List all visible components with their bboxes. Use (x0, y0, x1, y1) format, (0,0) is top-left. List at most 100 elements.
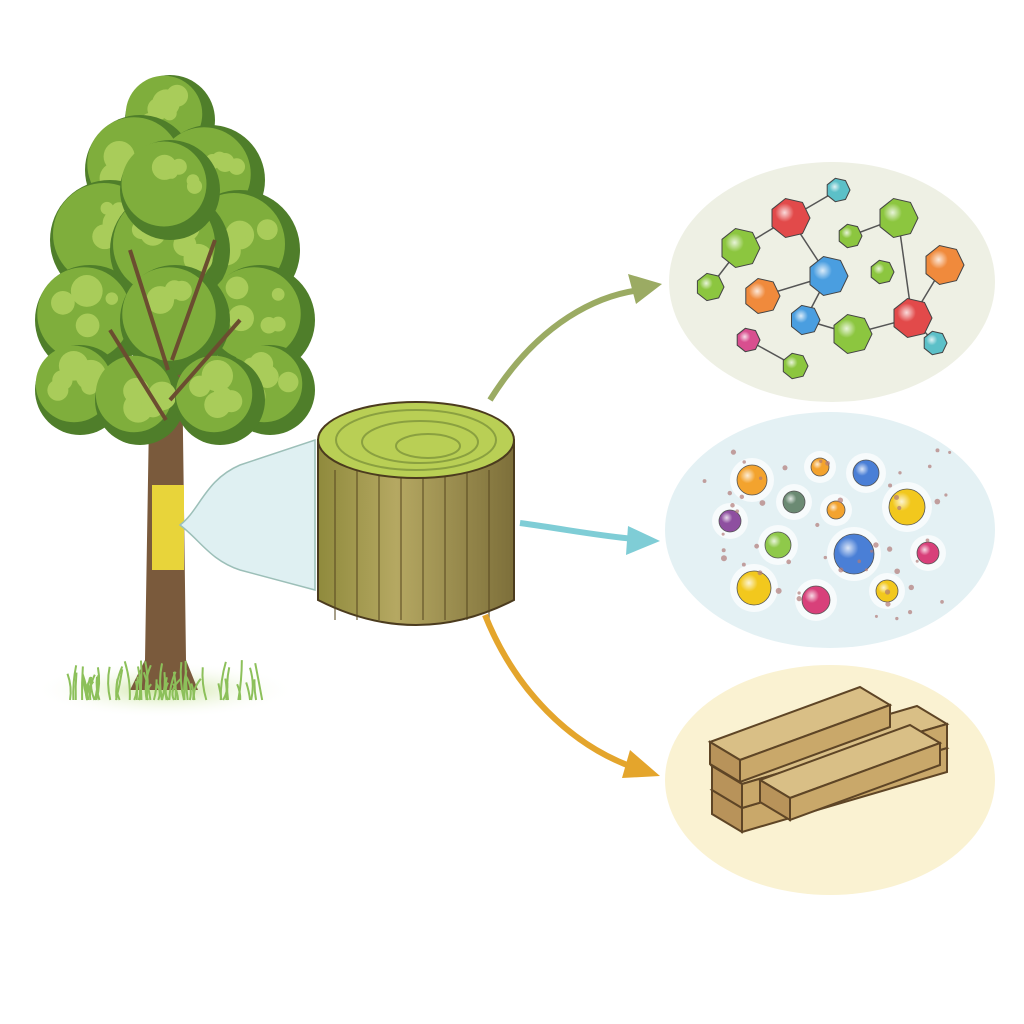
speck (819, 459, 823, 463)
highlight (719, 510, 741, 532)
highlight (697, 274, 723, 300)
speck (885, 601, 891, 607)
speck (796, 596, 802, 602)
speck (908, 584, 914, 591)
leaf (225, 276, 249, 300)
grass-blade (172, 683, 180, 701)
speck (823, 555, 828, 560)
highlight (827, 179, 849, 201)
highlight (853, 460, 879, 486)
highlight (834, 534, 874, 574)
speck (927, 464, 932, 469)
speck (720, 555, 727, 562)
speck (825, 460, 830, 466)
leaf (74, 278, 103, 307)
grass-blade (249, 667, 254, 701)
speck (873, 542, 879, 548)
speck (730, 503, 735, 508)
plank-end (709, 740, 741, 784)
particles-icon (702, 448, 952, 621)
highlight (765, 532, 791, 558)
grass-blade (253, 679, 258, 701)
speck (857, 559, 862, 564)
grass-blade (183, 670, 188, 701)
grass-blade (95, 676, 101, 701)
leaf (151, 154, 178, 180)
speck (907, 610, 913, 615)
grass-blade (152, 679, 158, 701)
leaf (100, 201, 114, 215)
leaf (81, 377, 99, 395)
speck (727, 490, 732, 496)
speck (815, 522, 820, 528)
leaf (171, 280, 192, 301)
grass-blade (217, 683, 223, 701)
highlight (926, 247, 962, 283)
speck (735, 509, 740, 514)
speck (759, 500, 766, 506)
speck (934, 498, 941, 505)
leaf (186, 174, 200, 187)
grass-blade (164, 682, 170, 701)
speck (915, 559, 919, 563)
leaf (166, 84, 189, 107)
grass-blade (201, 667, 208, 701)
highlight (894, 300, 930, 336)
grass-blade (245, 682, 252, 701)
speck (895, 616, 899, 621)
speck (838, 567, 844, 573)
highlight (722, 230, 758, 266)
highlight (745, 279, 779, 313)
highlight (810, 258, 846, 294)
arrow-to-chemicals (487, 274, 662, 402)
speck (864, 568, 868, 572)
tree-icon (35, 75, 315, 718)
speck (874, 614, 878, 618)
speck (742, 460, 746, 464)
speck (721, 532, 725, 536)
speck (893, 494, 899, 500)
speck (898, 471, 902, 475)
speck (782, 465, 788, 471)
branch (128, 249, 170, 371)
grass-blade (237, 660, 243, 701)
speck (730, 449, 737, 455)
grass-blade (222, 682, 229, 701)
highlight (871, 261, 893, 283)
leaf (75, 313, 100, 338)
highlight (889, 489, 925, 525)
foliage-cluster (37, 267, 131, 361)
leaf (189, 375, 211, 397)
highlight (880, 200, 916, 236)
grass-blade (74, 672, 78, 701)
leaf (58, 350, 89, 381)
leaf (51, 290, 75, 315)
grass-blade (171, 678, 182, 701)
highlight (791, 306, 819, 334)
speck (886, 546, 893, 552)
magnify-callout (178, 438, 316, 591)
speck (888, 483, 893, 488)
highlight (917, 542, 939, 564)
arrow-to-lumber (482, 613, 660, 778)
highlight (827, 501, 845, 519)
speck (757, 570, 763, 576)
speck (894, 568, 900, 575)
leaf (204, 391, 231, 418)
highlight (772, 200, 808, 236)
highlight (737, 465, 767, 495)
speck (837, 497, 844, 503)
speck (739, 494, 745, 500)
highlight (737, 329, 759, 351)
grass-blade (137, 666, 143, 701)
highlight (924, 332, 946, 354)
grass-blade (107, 666, 112, 701)
speck (944, 493, 948, 497)
speck (754, 543, 760, 549)
leaf (271, 288, 285, 301)
leaf (149, 288, 162, 301)
speck (940, 600, 944, 604)
leaf (255, 365, 279, 388)
grass-blade (66, 673, 72, 701)
leaf (47, 379, 69, 401)
